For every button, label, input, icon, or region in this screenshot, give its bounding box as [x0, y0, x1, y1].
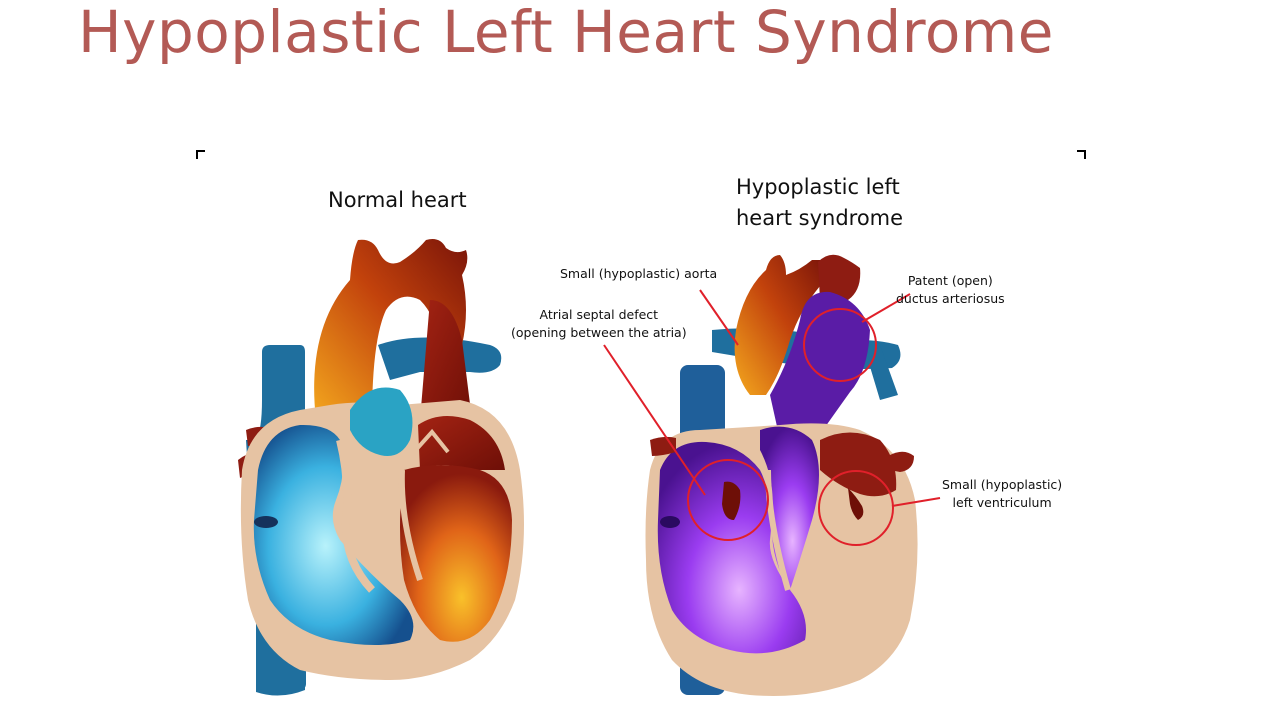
annotation-asd-line-2: (opening between the atria)	[511, 325, 687, 340]
asd-marker-circle	[687, 459, 769, 541]
hlhs-small-left-ventricle	[848, 488, 864, 520]
hlhs-mixed-chambers	[657, 441, 806, 654]
hlhs-heart	[645, 254, 918, 696]
hlhs-small-aorta	[734, 255, 824, 395]
normal-right-chambers	[253, 424, 414, 645]
annotation-lv: Small (hypoplastic) left ventriculum	[942, 476, 1062, 512]
lv-marker-circle	[818, 470, 894, 546]
annotation-lv-line-2: left ventriculum	[952, 495, 1052, 510]
annotation-pda-line-2: ductus arteriosus	[896, 291, 1005, 306]
hlhs-septal-defect-opening	[722, 481, 741, 520]
annotation-asd-line-1: Atrial septal defect	[539, 307, 659, 322]
annotation-pda-line-1: Patent (open)	[907, 273, 993, 288]
normal-heart	[238, 239, 524, 696]
lv-pointer-line	[891, 497, 941, 507]
normal-heart-heading: Normal heart	[328, 185, 467, 216]
pda-marker-circle	[803, 308, 877, 382]
figure-corner-mark	[1077, 150, 1086, 159]
figure-corner-mark	[196, 150, 205, 159]
normal-aorta	[314, 239, 468, 420]
annotation-markers	[603, 289, 941, 546]
hlhs-heading-line-2: heart syndrome	[736, 206, 904, 230]
pda-pointer-line	[861, 293, 911, 323]
normal-left-ventricle	[400, 465, 512, 642]
normal-heart-heading-text: Normal heart	[328, 188, 467, 212]
annotation-aorta-text: Small (hypoplastic) aorta	[560, 266, 718, 281]
asd-pointer-line	[603, 344, 706, 496]
annotation-pda: Patent (open) ductus arteriosus	[896, 272, 1005, 308]
hlhs-heading: Hypoplastic left heart syndrome	[736, 172, 903, 234]
slide-title: Hypoplastic Left Heart Syndrome	[78, 0, 1054, 66]
annotation-lv-line-1: Small (hypoplastic)	[942, 477, 1063, 492]
annotation-asd: Atrial septal defect (opening between th…	[511, 306, 687, 342]
annotation-aorta: Small (hypoplastic) aorta	[560, 265, 717, 283]
hlhs-heading-line-1: Hypoplastic left	[736, 175, 900, 199]
aorta-pointer-line	[699, 289, 739, 346]
